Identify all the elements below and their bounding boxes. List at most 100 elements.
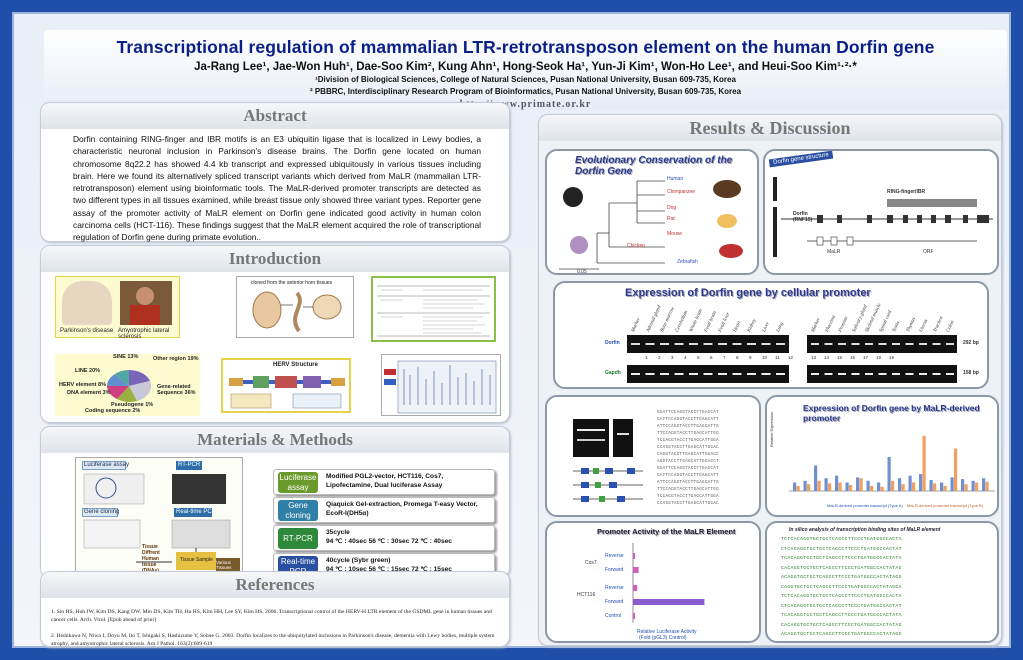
sequence-line: GGATTCCAGGTACCTTGAGCAT <box>657 467 719 471</box>
malr-bar <box>814 465 818 491</box>
malr-bar <box>912 482 916 491</box>
rt-pcr-label: RT-PCR <box>178 462 201 468</box>
pie-label-gene-related: Gene-related Sequence 36% <box>157 384 196 396</box>
gel-band <box>631 373 640 375</box>
lane-number: 19 <box>889 355 895 360</box>
gene-cloning-line-2: EcoR-I(DH5α) <box>326 510 369 517</box>
rt-pcr-button[interactable]: RT-PCR <box>278 528 318 549</box>
promoter-x-label: Relative Luciferase Activity <box>637 629 697 635</box>
malr-bar <box>796 485 800 491</box>
brain-illustration <box>62 281 112 325</box>
malr-bar <box>803 480 807 491</box>
gapdh-size: 158 bp <box>963 370 979 376</box>
sequence-line: CTCACAGGTGCTGCTCAGCCTTCCCTGATGGCCACTAT <box>781 603 902 609</box>
lane-number: 5 <box>697 355 700 360</box>
transcript-variants-panel: GGATTCCAGGTACCTTGAGCAT GATTCCAGGTACCTTGAG… <box>545 395 761 517</box>
website-url[interactable]: http://www.primate.or.kr <box>459 99 592 110</box>
promoter-row-1: Reverse <box>605 553 624 559</box>
sequence-line: ATTCCAGGTACCTTGAGCATTG <box>657 425 719 429</box>
malr-bar <box>835 475 839 491</box>
gene-cloning-label: Gene cloning <box>84 509 120 515</box>
variant-diagram <box>573 468 643 502</box>
luciferase-line-1: Modified PGL2-vector, HCT116, Cos7, <box>326 473 444 480</box>
promoter-x-sub: (Fold (pGL3) Control) <box>639 635 687 641</box>
malr-bar <box>828 483 832 491</box>
malr-bar <box>838 482 842 491</box>
results-heading: Results & Discussion <box>539 115 1001 141</box>
sequence-line: CCAGGTACCTTGAGCATTGGAC <box>657 502 719 506</box>
sequence-line: TCCAGGTACCTTGAGCATTGGA <box>657 439 719 443</box>
sequence-line: GGATTCCAGGTACCTTGAGCAT <box>657 411 719 415</box>
gene-cloning-button[interactable]: Gene cloning <box>278 500 318 521</box>
sequence-line: GATTCCAGGTACCTTGAGCATT <box>657 418 719 422</box>
tree-scale: 0.05 <box>577 269 587 275</box>
malr-bar <box>940 482 944 491</box>
gel-band <box>689 343 698 345</box>
species-chimpanzee: Chimpanzee <box>667 189 696 195</box>
gel-band <box>674 373 684 375</box>
malr-bar <box>971 480 975 491</box>
herv-structure-label: HERV Structure <box>273 362 318 368</box>
lane-number: 8 <box>736 355 739 360</box>
gel-band <box>892 343 900 345</box>
gel-band <box>660 373 669 375</box>
sequence-line: ACAGGTGCTGCTCAGCCTTCCCTGATGGCCACTATAGG <box>781 632 902 637</box>
malr-bar <box>898 478 902 491</box>
lane-number: 16 <box>850 355 856 360</box>
luciferase-assay-button[interactable]: Luciferase assay <box>278 472 318 493</box>
sequence-line: CAGGTACCTTGAGCATTGGACC <box>657 453 719 457</box>
chromosome-map-figure <box>381 354 501 416</box>
sequence-line: ATTCCAGGTACCTTGAGCATTG <box>657 481 719 485</box>
malr-bar <box>824 478 828 491</box>
lane-number: 14 <box>824 355 830 360</box>
author-list: Ja-Rang Lee¹, Jae-Won Huh¹, Dae-Soo Kim²… <box>194 61 857 73</box>
species-human: Human <box>667 176 684 182</box>
malr-label: MaLR <box>827 249 841 255</box>
pie-chart-svg <box>107 369 152 402</box>
tissue-cloning-figure: cloned from the anterior horn tissues <box>236 276 354 338</box>
gel-band <box>732 373 742 375</box>
gel-band <box>811 373 819 375</box>
herv-diagram <box>229 376 345 409</box>
gene-structure-panel: Dorfin gene structure RING-finger/IBR <box>763 149 999 275</box>
variant-gel-2 <box>613 419 633 457</box>
pie-slice-coding <box>117 386 137 402</box>
gel-band <box>718 373 727 375</box>
rt-pcr-details: 35cycle 94 ℃ : 40sec 56 ℃ : 30sec 72 ℃ :… <box>326 528 452 546</box>
lane-number: 15 <box>837 355 843 360</box>
gel-band <box>878 343 887 345</box>
lane-number: 9 <box>749 355 752 360</box>
gel-band <box>747 343 756 345</box>
orf-label: ORF <box>923 249 934 255</box>
malr-bar <box>817 480 821 491</box>
sequence-line: TCACAGGTGCTGCTCAGCCTTCCCTGATGGCCACTATA <box>781 556 902 561</box>
real-time-pcr-details: 40cycle (Sybr green) 94 ℃ : 10sec 56 ℃ :… <box>326 556 452 574</box>
malr-bar <box>975 482 979 491</box>
gel-band <box>732 343 742 345</box>
gel-band <box>703 343 713 345</box>
malr-bar <box>849 485 853 491</box>
species-zebrafish: Zebrafish <box>677 259 698 265</box>
lane-number: 12 <box>788 355 794 360</box>
malr-bar <box>943 485 947 491</box>
tissue-sample-label: Tissue Sample <box>180 557 213 563</box>
in-silico-panel: In silico analysis of transcription bind… <box>765 521 999 643</box>
dorfin-rnf19-label: Dorfin (RNF19) <box>793 211 813 223</box>
lane-number: 3 <box>671 355 674 360</box>
method-row-gene-cloning: Gene cloning Qiaquick Gel-extraction, Pr… <box>273 497 495 523</box>
in-silico-title: In silico analysis of transcription bind… <box>789 527 941 533</box>
promoter-group-hct116: HCT116 <box>577 592 596 598</box>
ring-finger-label: RING-finger/IBR <box>887 189 926 195</box>
malr-bar <box>929 479 933 491</box>
promoter-activity-panel: Promoter Activity of the MaLR Element Re… <box>545 521 761 643</box>
malr-expression-title: Expression of Dorfin gene by MaLR-derive… <box>803 403 980 423</box>
reference-1: 1. Sin HS, Huh JW, Kim DS, Kang DW, Min … <box>51 609 492 623</box>
gel-band <box>946 373 954 375</box>
promoter-group-cos7: Cos7 <box>585 560 597 566</box>
method-row-luciferase: Luciferase assay Modified PGL2-vector, H… <box>273 469 495 495</box>
species-chicken: Chicken <box>627 243 646 249</box>
reference-list: 1. Sin HS, Huh JW, Kim DS, Kang DW, Min … <box>51 608 499 648</box>
promoter-row-5: Control <box>605 613 622 619</box>
poster-title: Transcriptional regulation of mammalian … <box>116 37 935 57</box>
pie-slice-sine <box>115 370 129 386</box>
